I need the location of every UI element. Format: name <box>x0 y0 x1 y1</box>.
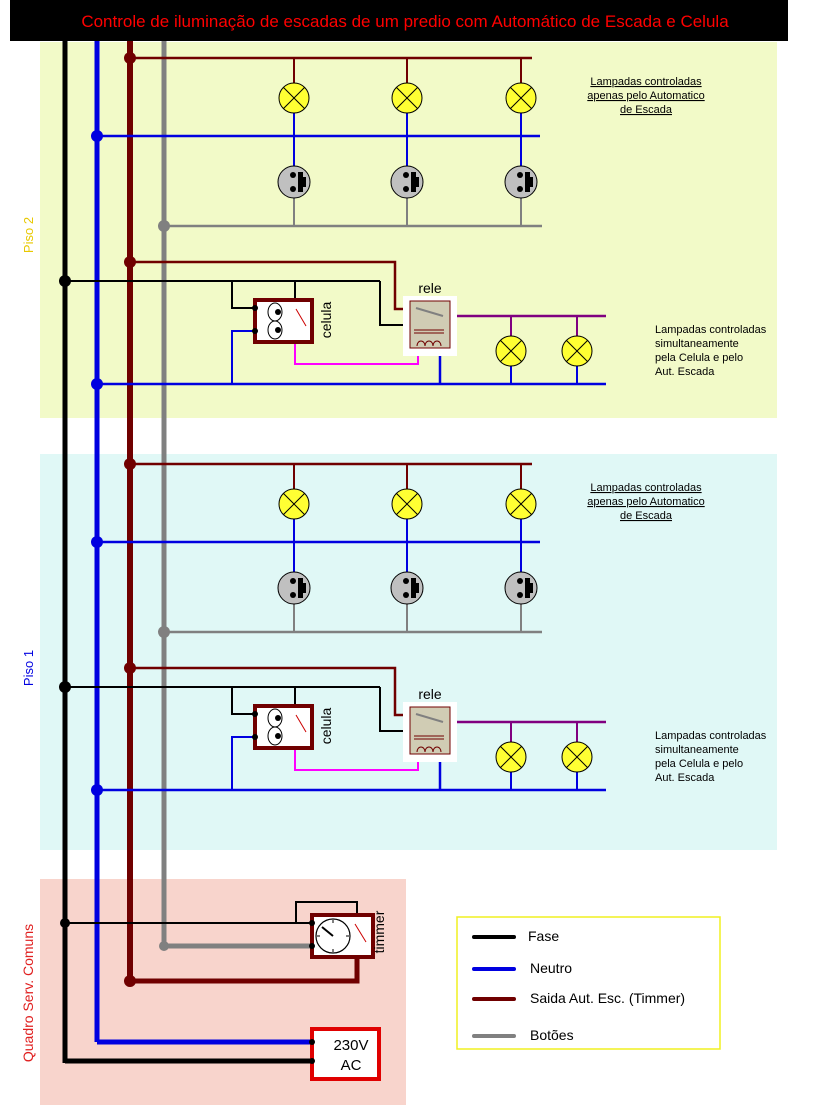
lamp-icon <box>561 335 593 367</box>
lamp-icon <box>495 335 527 367</box>
push-button-icon <box>277 165 311 199</box>
floor-2-label: Piso 2 <box>21 217 36 253</box>
legend-label: Saida Aut. Esc. (Timmer) <box>530 990 685 1006</box>
lamp-icon <box>391 82 423 114</box>
relay-rele: rele <box>403 280 457 356</box>
celula-to-rele <box>294 343 419 365</box>
lamp-icon <box>505 488 537 520</box>
push-button-icon <box>504 571 538 605</box>
lamp-icon <box>278 82 310 114</box>
title-bar <box>10 0 788 41</box>
rele-label: rele <box>418 280 442 296</box>
push-button-icon <box>504 165 538 199</box>
legend-label: Botões <box>530 1027 574 1043</box>
relay-rele: rele <box>403 686 457 762</box>
celula-label: celula <box>318 708 334 745</box>
timer-device: timmer <box>309 910 387 959</box>
lamp-icon <box>495 741 527 773</box>
rele-label: rele <box>418 686 442 702</box>
lamp-icon <box>561 741 593 773</box>
supply-type: AC <box>341 1057 362 1074</box>
photocell-celula: celula <box>252 704 334 750</box>
legend-item: Botões <box>472 1027 574 1043</box>
lamp-icon <box>391 488 423 520</box>
legend-item: Fase <box>472 928 559 944</box>
celula-label: celula <box>318 302 334 339</box>
floor-1-label: Piso 1 <box>21 650 36 686</box>
legend-item: Saida Aut. Esc. (Timmer) <box>472 990 685 1006</box>
saida-to-rele <box>130 260 410 311</box>
coil-icon <box>416 340 442 347</box>
coil-icon <box>416 746 442 753</box>
supply-voltage: 230V <box>333 1037 368 1054</box>
lamp-icon <box>278 488 310 520</box>
quadro-label: Quadro Serv. Comuns <box>20 924 36 1062</box>
page-title: Controle de iluminação de escadas de um … <box>81 12 729 31</box>
legend-label: Neutro <box>530 960 572 976</box>
quadro-wiring <box>60 901 360 1064</box>
push-button-icon <box>390 571 424 605</box>
legend-item: Neutro <box>472 960 572 976</box>
lamp-icon <box>505 82 537 114</box>
saida-to-rele <box>130 666 410 717</box>
supply-230v: 230V AC <box>309 1027 381 1081</box>
legend-label: Fase <box>528 928 559 944</box>
celula-to-rele <box>294 749 419 771</box>
push-button-icon <box>390 165 424 199</box>
timer-label: timmer <box>371 910 387 953</box>
photocell-celula: celula <box>252 298 334 344</box>
push-button-icon <box>277 571 311 605</box>
